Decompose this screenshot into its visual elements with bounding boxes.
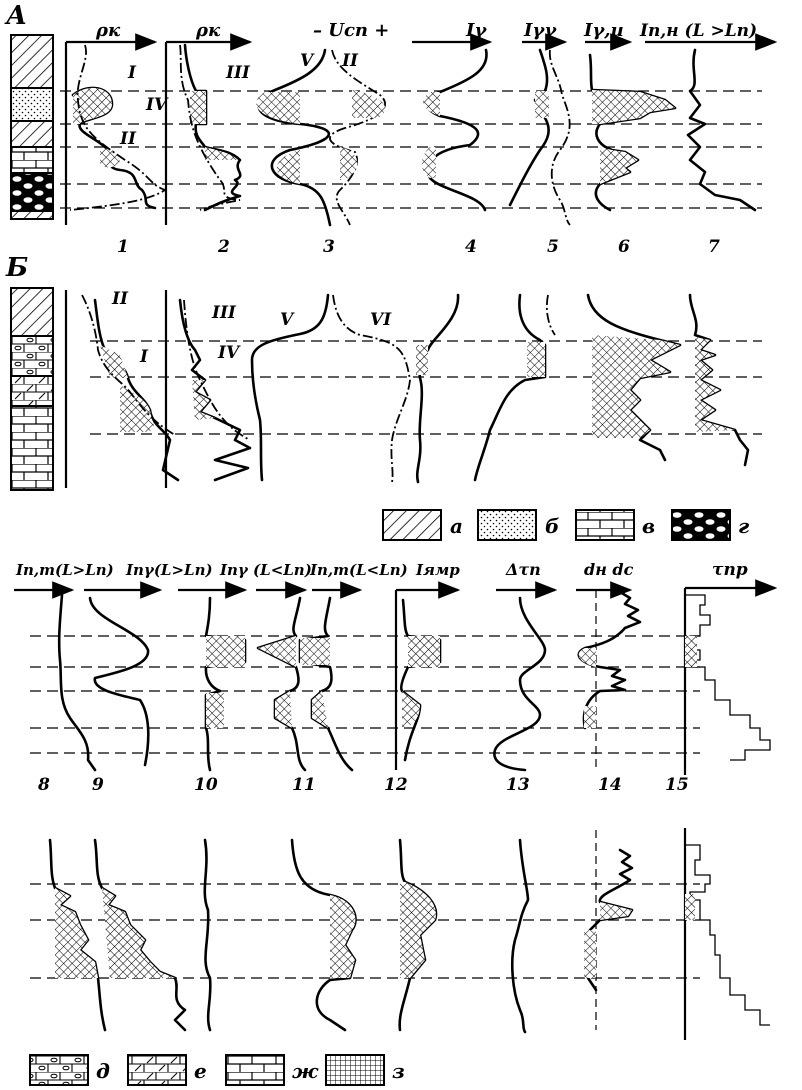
axes-bottom (14, 579, 778, 775)
svg-text:г: г (738, 514, 750, 538)
svg-text:4: 4 (465, 237, 477, 257)
lithology-column-b (10, 287, 54, 491)
legend-bottom: д е ж з (29, 1054, 405, 1086)
track-b-4-curves (416, 293, 460, 484)
track-1-curves (69, 44, 168, 211)
svg-text:Iпγ(L>Lп): Iпγ(L>Lп) (125, 561, 213, 579)
axes-b (64, 290, 168, 488)
svg-text:ж: ж (292, 1059, 319, 1083)
header-track-7: Iп,н (L >Lп) (639, 21, 757, 41)
curve-label-IV-b: IV (217, 343, 241, 363)
header-track-5: Iγγ (523, 20, 557, 41)
svg-text:з: з (392, 1059, 405, 1083)
svg-text:Δτп: Δτп (505, 560, 541, 579)
legend-top: а б в г (382, 509, 750, 541)
axes-a (64, 33, 778, 225)
svg-text:8: 8 (37, 775, 50, 795)
header-track-1: ρк (95, 20, 121, 41)
svg-text:Iпγ (L<Lп): Iпγ (L<Lп) (219, 561, 312, 579)
correlation-lines-bottom (30, 635, 700, 754)
svg-text:13: 13 (506, 775, 530, 795)
header-track-2: ρк (195, 20, 221, 41)
track-2-curves (179, 43, 242, 212)
section-label-a: А (4, 1, 27, 31)
svg-text:6: 6 (618, 237, 630, 257)
svg-text:д: д (96, 1059, 110, 1083)
svg-text:е: е (194, 1059, 207, 1083)
header-track-3: – Uсп + (313, 20, 389, 41)
correlation-lines-a (60, 90, 762, 209)
svg-text:12: 12 (384, 775, 408, 795)
lithology-column-a (10, 34, 54, 220)
header-track-4: Iγ (465, 20, 487, 41)
track-6-curves (588, 53, 677, 212)
track-b-6-curves (586, 293, 682, 462)
track-7-curves (686, 48, 757, 212)
svg-text:τпр: τпр (712, 560, 748, 580)
track-b-7-curves (688, 293, 750, 467)
svg-text:5: 5 (547, 237, 559, 257)
svg-text:а: а (450, 514, 463, 538)
track-b-3-curves (250, 293, 411, 483)
svg-text:11: 11 (292, 775, 316, 795)
curve-label-II-sp: II (341, 51, 359, 71)
svg-text:7: 7 (708, 237, 720, 257)
curve-label-I-a: I (127, 63, 137, 83)
curve-label-V-a: V (300, 51, 315, 71)
svg-text:9: 9 (92, 775, 104, 795)
svg-text:dн dс: dн dс (584, 560, 634, 579)
curve-label-III-b: III (211, 303, 237, 323)
svg-text:Iп,т(L>Lп): Iп,т(L>Lп) (15, 561, 114, 579)
svg-text:2: 2 (217, 237, 230, 257)
section-label-b: Б (5, 253, 28, 283)
svg-text:б: б (545, 514, 559, 538)
svg-text:10: 10 (194, 775, 218, 795)
track-numbers-a: 1 2 3 4 5 6 7 (117, 237, 720, 257)
svg-text:3: 3 (323, 237, 335, 257)
track-b-5-curves (473, 293, 556, 482)
tracks-bottom-b-curves (48, 838, 770, 1034)
svg-text:в: в (642, 514, 655, 538)
svg-text:15: 15 (665, 775, 689, 795)
svg-text:Iп,т(L<Lп): Iп,т(L<Lп) (309, 561, 408, 579)
curve-label-V-b: V (280, 310, 295, 330)
svg-text:1: 1 (117, 237, 129, 257)
track-b-1-curves (81, 294, 180, 482)
curve-label-II-b: II (111, 289, 129, 309)
svg-text:14: 14 (598, 775, 622, 795)
curve-label-VI-b: VI (370, 310, 392, 330)
track-numbers-bottom: 8 9 10 11 12 13 14 15 (37, 775, 689, 795)
track-5-curves (508, 48, 571, 226)
header-track-6: Iγ,и (583, 20, 624, 41)
curve-label-III-a: III (225, 63, 251, 83)
tracks-bottom-curves (57, 590, 771, 772)
headers-bottom: Iп,т(L>Lп) Iпγ(L>Lп) Iпγ (L<Lп) Iп,т(L<L… (15, 560, 748, 580)
curve-label-IV-a: IV (145, 95, 169, 115)
curve-label-II-a: II (119, 129, 137, 149)
svg-text:Iямр: Iямр (415, 561, 460, 579)
track-3-curves (256, 48, 386, 227)
track-b-2-curves (178, 298, 252, 482)
curve-label-I-b: I (139, 347, 149, 367)
track-4-curves (421, 48, 488, 212)
